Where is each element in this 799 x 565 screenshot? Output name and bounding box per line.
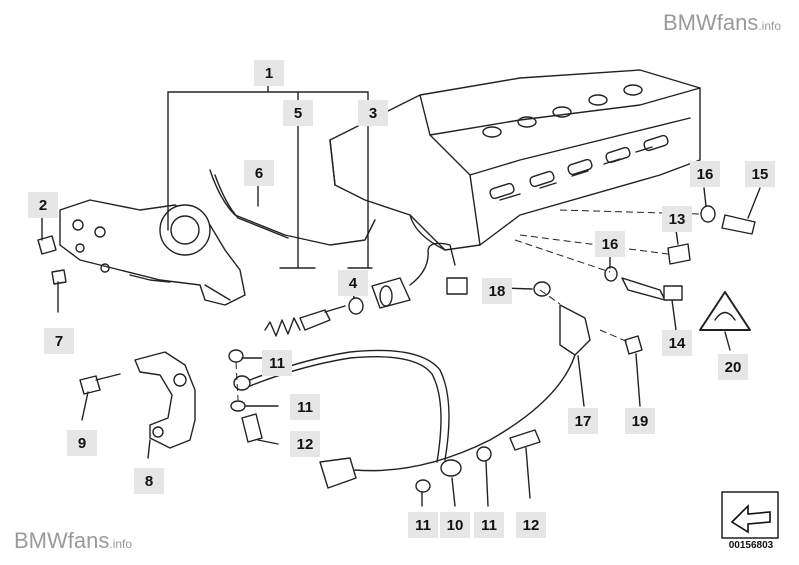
callout-15[interactable]: 15 [745,161,775,187]
oil-line-drawing [233,349,462,477]
callout-1[interactable]: 1 [254,60,284,86]
callout-6[interactable]: 6 [244,160,274,186]
callout-19[interactable]: 19 [625,408,655,434]
callout-3[interactable]: 3 [358,100,388,126]
callout-16-upper[interactable]: 16 [690,161,720,187]
watermark-bottom: BMWfans.info [14,528,133,553]
callout-11-upper[interactable]: 11 [262,350,292,376]
callout-7[interactable]: 7 [44,328,74,354]
gasket-drawing [209,169,376,246]
callout-20[interactable]: 20 [718,354,748,380]
callout-4[interactable]: 4 [338,270,368,296]
callout-17[interactable]: 17 [568,408,598,434]
watermark-top: BMWfans.info [662,10,781,35]
callout-11-lower-left[interactable]: 11 [408,512,438,538]
callout-14[interactable]: 14 [662,330,692,356]
callout-12-right[interactable]: 12 [516,512,546,538]
reference-arrow-icon [721,491,779,539]
callout-9[interactable]: 9 [67,430,97,456]
spring-drawing [264,317,301,337]
callout-13[interactable]: 13 [662,206,692,232]
callout-8[interactable]: 8 [134,468,164,494]
callout-18[interactable]: 18 [482,278,512,304]
callout-2[interactable]: 2 [28,192,58,218]
seal-ring-drawing [348,297,364,315]
callout-12-left[interactable]: 12 [290,431,320,457]
callout-5[interactable]: 5 [283,100,313,126]
cylinder-head-drawing [329,69,701,251]
warning-label-drawing [699,291,751,331]
vanos-unit-drawing [59,199,246,306]
callout-10[interactable]: 10 [440,512,470,538]
callout-16-lower[interactable]: 16 [595,231,625,257]
bracket-drawing [134,351,196,449]
sensor-cable-drawing [319,304,591,489]
bolt-drawing [37,235,57,255]
callout-11-middle[interactable]: 11 [290,394,320,420]
diagram-reference-number: 00156803 [728,540,774,551]
callout-11-lower-right[interactable]: 11 [474,512,504,538]
solenoid-drawing [371,242,468,309]
